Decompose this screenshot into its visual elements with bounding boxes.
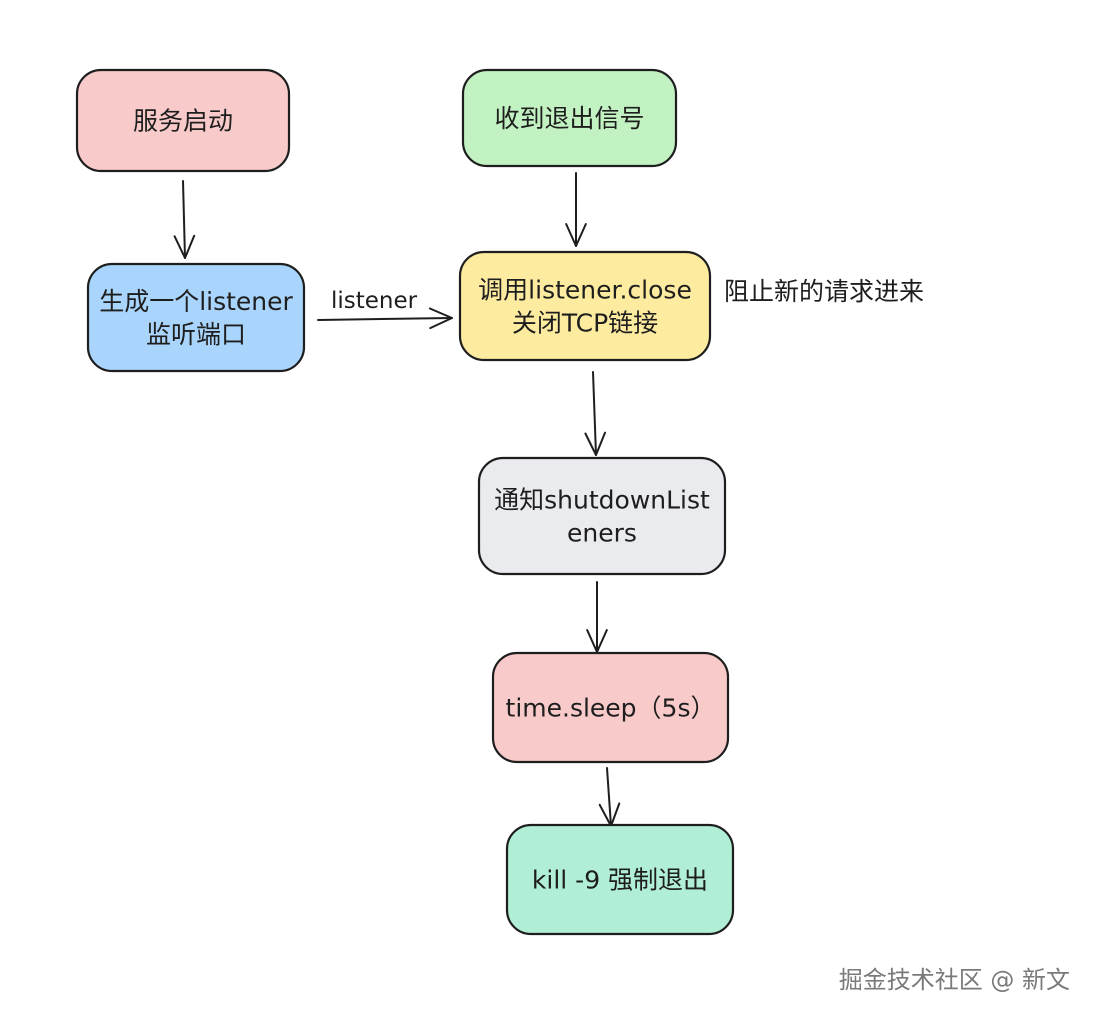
node-service-start: 服务启动	[75, 68, 291, 173]
arrow-head	[173, 234, 196, 259]
node-box	[75, 68, 291, 173]
node-label: 生成一个listener	[99, 287, 293, 316]
node-label: 通知shutdownList	[494, 486, 710, 515]
node-box	[461, 68, 678, 168]
node-label: kill -9 强制退出	[532, 866, 708, 895]
arrow-head	[565, 223, 587, 247]
node-kill: kill -9 强制退出	[505, 823, 735, 936]
edge-notify-listeners-to-sleep	[586, 581, 608, 653]
edge-close-listener-to-notify-listeners	[584, 371, 606, 456]
node-label: time.sleep（5s）	[506, 694, 716, 723]
node-label: 关闭TCP链接	[512, 309, 658, 338]
arrow-head	[584, 431, 606, 456]
edge-exit-signal-to-close-listener	[565, 172, 587, 247]
node-label: 调用listener.close	[478, 276, 692, 305]
node-box	[505, 823, 735, 936]
node-label: 收到退出信号	[494, 104, 644, 133]
edge-line	[606, 767, 612, 827]
node-close-listener: 调用listener.close 关闭TCP链接	[458, 250, 712, 362]
node-box	[458, 250, 712, 362]
node-label: 服务启动	[133, 107, 233, 136]
edge-line	[592, 371, 597, 456]
annotation-block-new-requests: 阻止新的请求进来	[724, 277, 924, 306]
node-box	[477, 456, 727, 576]
watermark: 掘金技术社区 @ 新文	[839, 966, 1070, 994]
node-label: eners	[567, 519, 637, 548]
node-box	[86, 262, 306, 373]
edge-line	[182, 180, 186, 259]
edge-label: listener	[331, 288, 418, 314]
node-create-listener: 生成一个listener 监听端口	[86, 262, 306, 373]
arrow-head	[428, 307, 453, 330]
edge-create-listener-to-close-listener: listener	[317, 288, 453, 330]
edge-service-start-to-create-listener	[173, 180, 196, 259]
edge-sleep-to-kill	[598, 767, 621, 827]
node-label: 监听端口	[146, 320, 246, 349]
node-box	[491, 651, 730, 764]
edge-line	[317, 317, 453, 321]
node-exit-signal: 收到退出信号	[461, 68, 678, 168]
node-sleep: time.sleep（5s）	[491, 651, 730, 764]
node-notify-listeners: 通知shutdownList eners	[477, 456, 727, 576]
